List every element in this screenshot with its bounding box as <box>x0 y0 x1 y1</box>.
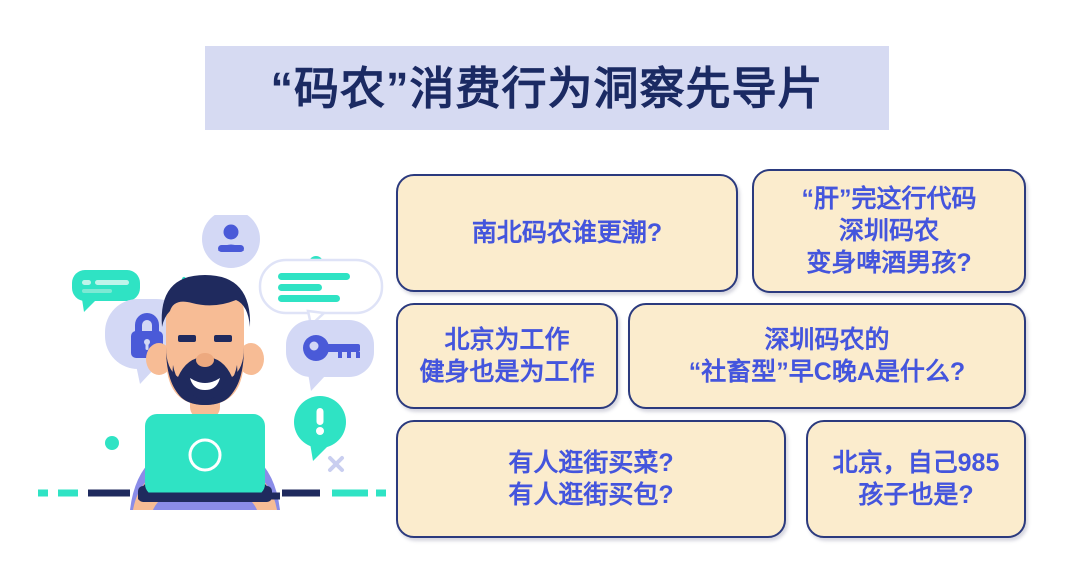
topic-card-1-text: 南北码农谁更潮? <box>471 219 663 247</box>
nose <box>196 353 214 367</box>
right-ear <box>238 343 264 375</box>
left-ear <box>146 343 172 375</box>
developer-illustration <box>20 215 390 510</box>
hair <box>161 275 251 327</box>
topic-card-2[interactable]: “肝”完这行代码 深圳码农 变身啤酒男孩? <box>752 169 1026 293</box>
message-icon-bubble <box>72 270 140 312</box>
topic-card-6-text: 北京，自己985 孩子也是? <box>832 449 1000 509</box>
topic-card-5[interactable]: 有人逛街买菜? 有人逛街买包? <box>396 420 786 538</box>
moustache <box>182 362 228 400</box>
dot-left-icon <box>105 436 119 450</box>
desk-line <box>38 489 386 500</box>
topic-card-4[interactable]: 深圳码农的 “社畜型”早C晚A是什么? <box>628 303 1026 409</box>
topic-card-5-text: 有人逛街买菜? 有人逛街买包? <box>508 449 674 509</box>
message-icon <box>82 280 91 285</box>
right-eye <box>214 335 232 342</box>
lock-icon <box>135 313 159 333</box>
chat-lines-icon-bubble <box>258 258 384 328</box>
page-title-banner: “码农”消费行为洞察先导片 <box>205 46 889 130</box>
key-icon-bubble <box>286 320 374 391</box>
left-eye <box>178 335 196 342</box>
topic-card-4-text: 深圳码农的 “社畜型”早C晚A是什么? <box>688 326 966 386</box>
person-icon-bubble <box>202 215 260 268</box>
laptop-logo <box>188 438 222 472</box>
exclamation-icon-bubble <box>294 396 346 461</box>
topic-card-3-text: 北京为工作 健身也是为工作 <box>419 326 595 386</box>
exclamation-icon <box>316 408 324 425</box>
topic-card-1[interactable]: 南北码农谁更潮? <box>396 174 738 292</box>
topic-card-3[interactable]: 北京为工作 健身也是为工作 <box>396 303 618 409</box>
topic-card-6[interactable]: 北京，自己985 孩子也是? <box>806 420 1026 538</box>
laptop-lid <box>145 414 265 496</box>
person-icon <box>223 224 239 240</box>
mouth <box>190 378 220 390</box>
topic-card-2-text: “肝”完这行代码 深圳码农 变身啤酒男孩? <box>801 185 977 277</box>
x-mark-lower-icon <box>328 456 344 472</box>
chat-lines-icon <box>278 273 350 280</box>
page-title: “码农”消费行为洞察先导片 <box>270 62 824 114</box>
